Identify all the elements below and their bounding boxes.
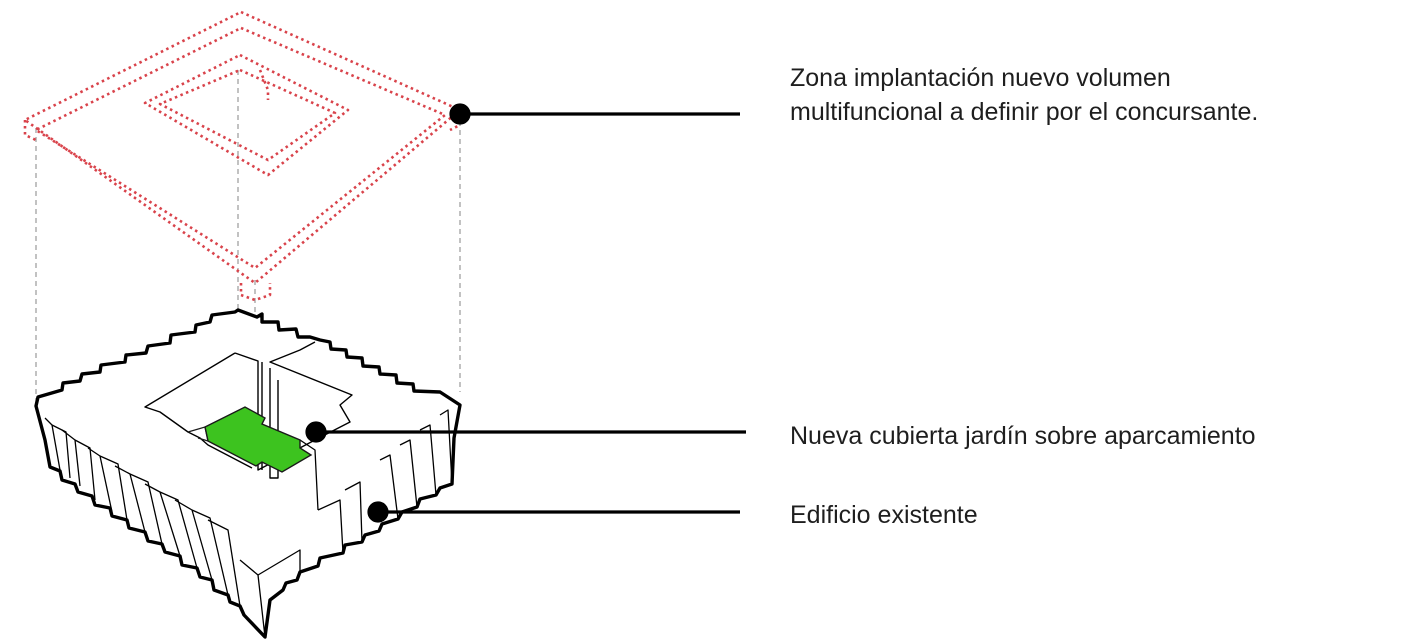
building-silhouette <box>34 308 462 639</box>
leader-dot-garden-roof <box>305 421 327 443</box>
proposed-volume-outline <box>23 10 462 302</box>
leader-lines <box>305 103 746 523</box>
garden-roof-step <box>187 426 209 442</box>
existing-building <box>34 308 462 639</box>
garden-roof <box>204 406 313 473</box>
leader-dot-new-volume <box>449 103 471 125</box>
facade-fins-right <box>257 409 453 576</box>
leader-dot-existing-building <box>367 501 389 523</box>
callout-new-volume: Zona implantación nuevo volumen multifun… <box>790 64 1259 126</box>
callout-existing-building: Edificio existente <box>790 501 978 529</box>
callout-garden-roof: Nueva cubierta jardín sobre aparcamiento <box>790 422 1256 450</box>
